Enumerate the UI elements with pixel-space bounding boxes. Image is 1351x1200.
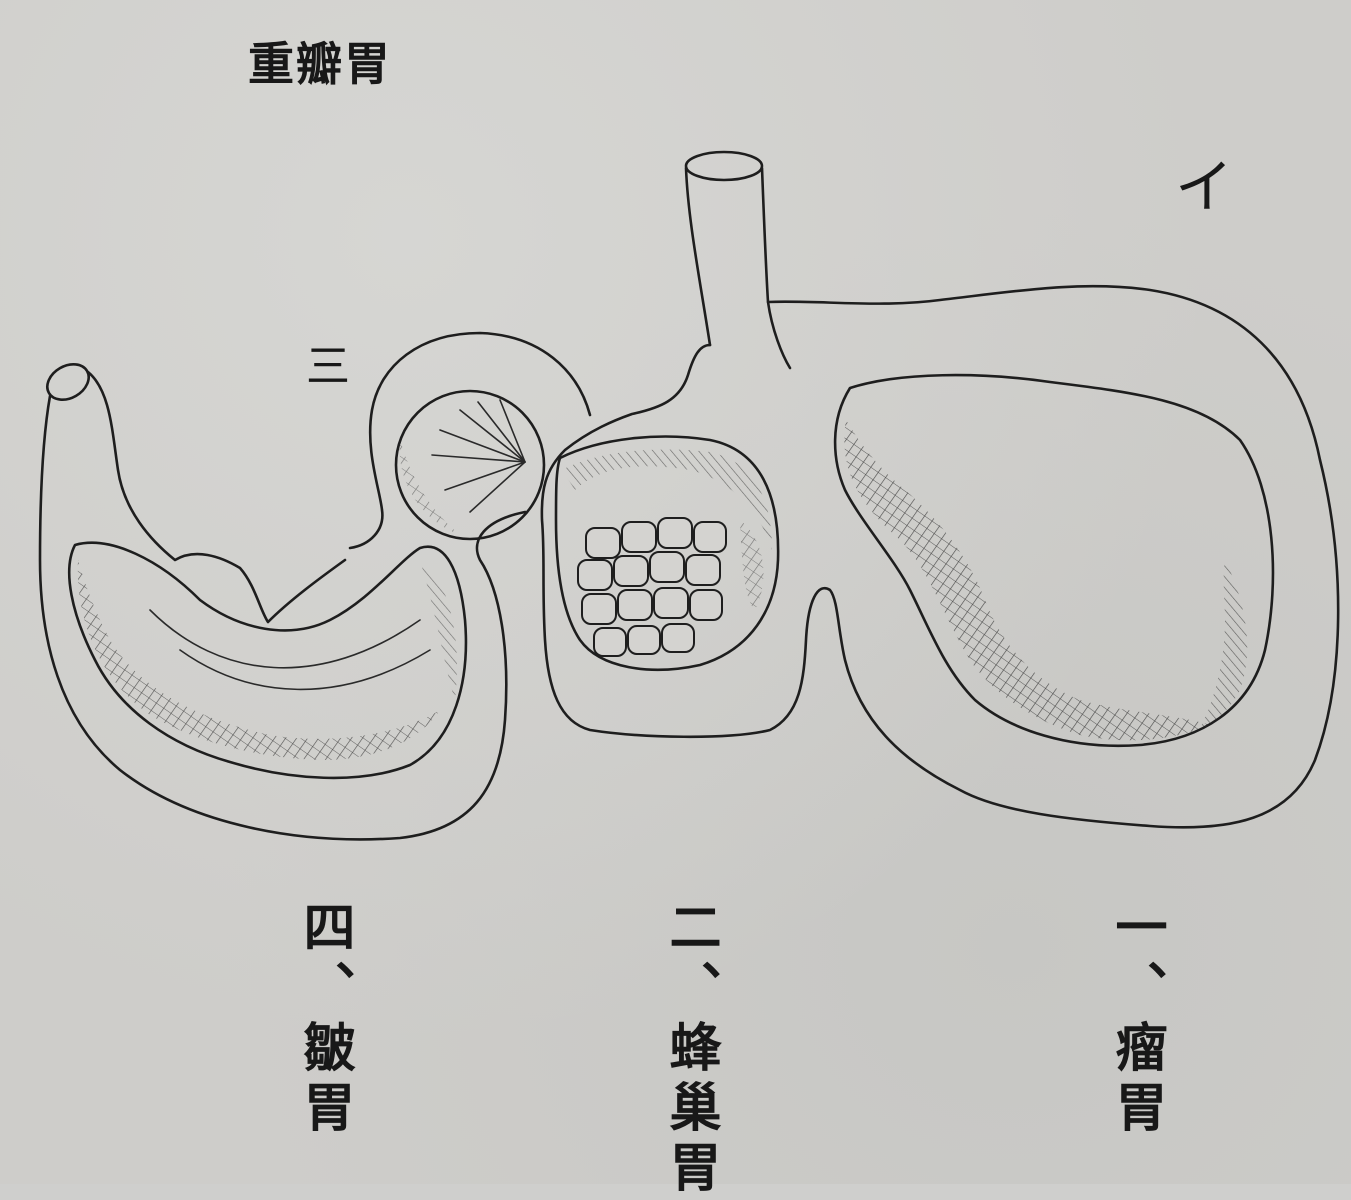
rumen-hatching-left: [844, 420, 1210, 740]
honeycomb-cells: [578, 518, 726, 656]
mark-i: イ: [1175, 140, 1233, 224]
label-reticulum: 二、蜂巢胃: [664, 900, 716, 1200]
rumen-hatching-right: [1200, 560, 1247, 728]
reticulum: [556, 437, 778, 670]
label-abomasum: 四、皺胃: [298, 900, 350, 1140]
diagram-title: 重瓣胃: [248, 28, 392, 94]
label-rumen: 一、瘤胃: [1110, 900, 1162, 1140]
omasum-leaves: [432, 400, 525, 512]
esophagus: [686, 152, 790, 368]
abomasum: [40, 357, 525, 839]
omasum: [350, 333, 590, 548]
esophagus-opening: [686, 152, 762, 180]
mark-san: 三: [306, 330, 350, 394]
